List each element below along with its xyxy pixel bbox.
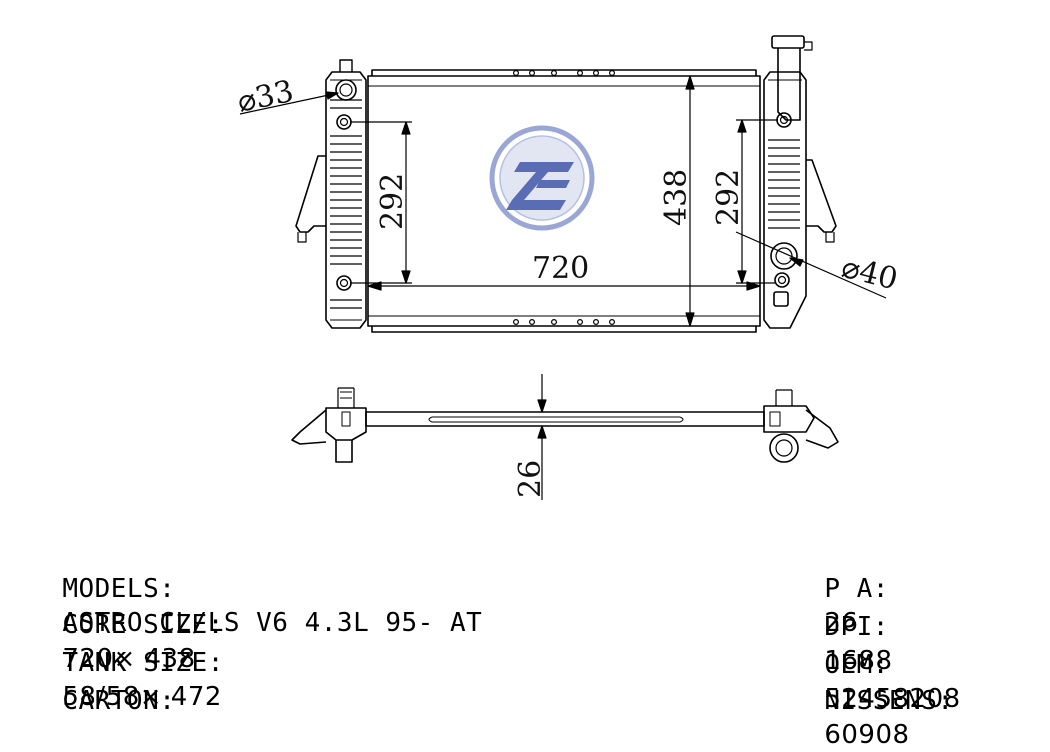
radiator-cap [771,35,805,49]
left-upper-fitting [336,114,352,130]
outlet-pipe [770,242,798,270]
spec-dpi: DPI: 1688 [792,576,892,678]
top-rail [371,69,757,76]
spec-carton: CARTON: [30,650,175,752]
core-thickness-profile [365,411,765,427]
spec-dpi-value: 1688 [824,646,893,676]
width-label: 720 [532,251,589,286]
right-tank [763,71,807,329]
left-tank-profile [325,407,367,441]
spec-nissens-label: NISSENS: [824,686,954,716]
dimension-lines [239,75,887,327]
spec-dpi-label: DPI: [824,612,889,642]
left-lower-fitting [336,275,352,291]
spec-pa-label: P A: [824,574,889,604]
spec-nissens: NISSENS: 60908 [792,650,954,752]
top-view: 26 [291,374,839,500]
radiator-drawing: ⌀33 292 438 292 720 ⌀40 [234,35,901,500]
spec-pa-value: 26 [824,608,859,638]
right-tank-ribs [768,139,800,229]
spec-models-label: MODELS: [62,574,176,604]
inlet-pipe [335,79,357,101]
spec-models: MODELS: ASTRO CL/LS V6 4.3L 95- AT [30,538,482,640]
spec-nissens-value: 60908 [824,720,910,750]
spec-carton-label: CARTON: [62,686,176,716]
total-height-label: 438 [659,169,694,226]
drain-fitting [774,272,790,288]
spec-tank-size-label: TANK SIZE: [62,648,224,678]
spec-core-size-label: CORE SIZE: [62,610,224,640]
spec-core-size: CORE SIZE: 720× 438 [30,574,224,676]
drain-plug [773,291,789,307]
radiator-core [367,75,761,327]
filler-neck [777,48,801,121]
inlet-diameter-label: ⌀33 [234,74,296,120]
rail-holes [512,69,615,326]
thickness-label: 26 [513,460,548,498]
spec-models-value: ASTRO CL/LS V6 4.3L 95- AT [62,608,483,638]
left-tank-ribs [330,99,362,309]
left-tank [325,71,367,329]
left-height-label: 292 [375,173,410,230]
outlet-diameter-label: ⌀40 [838,250,901,298]
spec-core-size-value: 720× 438 [62,644,196,674]
left-bracket [295,155,326,233]
logo-mark-icon [506,162,574,210]
right-bracket [806,159,837,233]
spec-oem-label: OEM: [824,650,889,680]
bottom-rail [371,326,757,333]
right-height-label: 292 [711,169,746,226]
spec-pa: P A: 26 [792,538,889,640]
front-view: ⌀33 292 438 292 720 ⌀40 [234,35,901,333]
right-tank-profile [763,405,815,433]
brand-logo [489,125,595,231]
thickness-dimension [537,374,547,500]
